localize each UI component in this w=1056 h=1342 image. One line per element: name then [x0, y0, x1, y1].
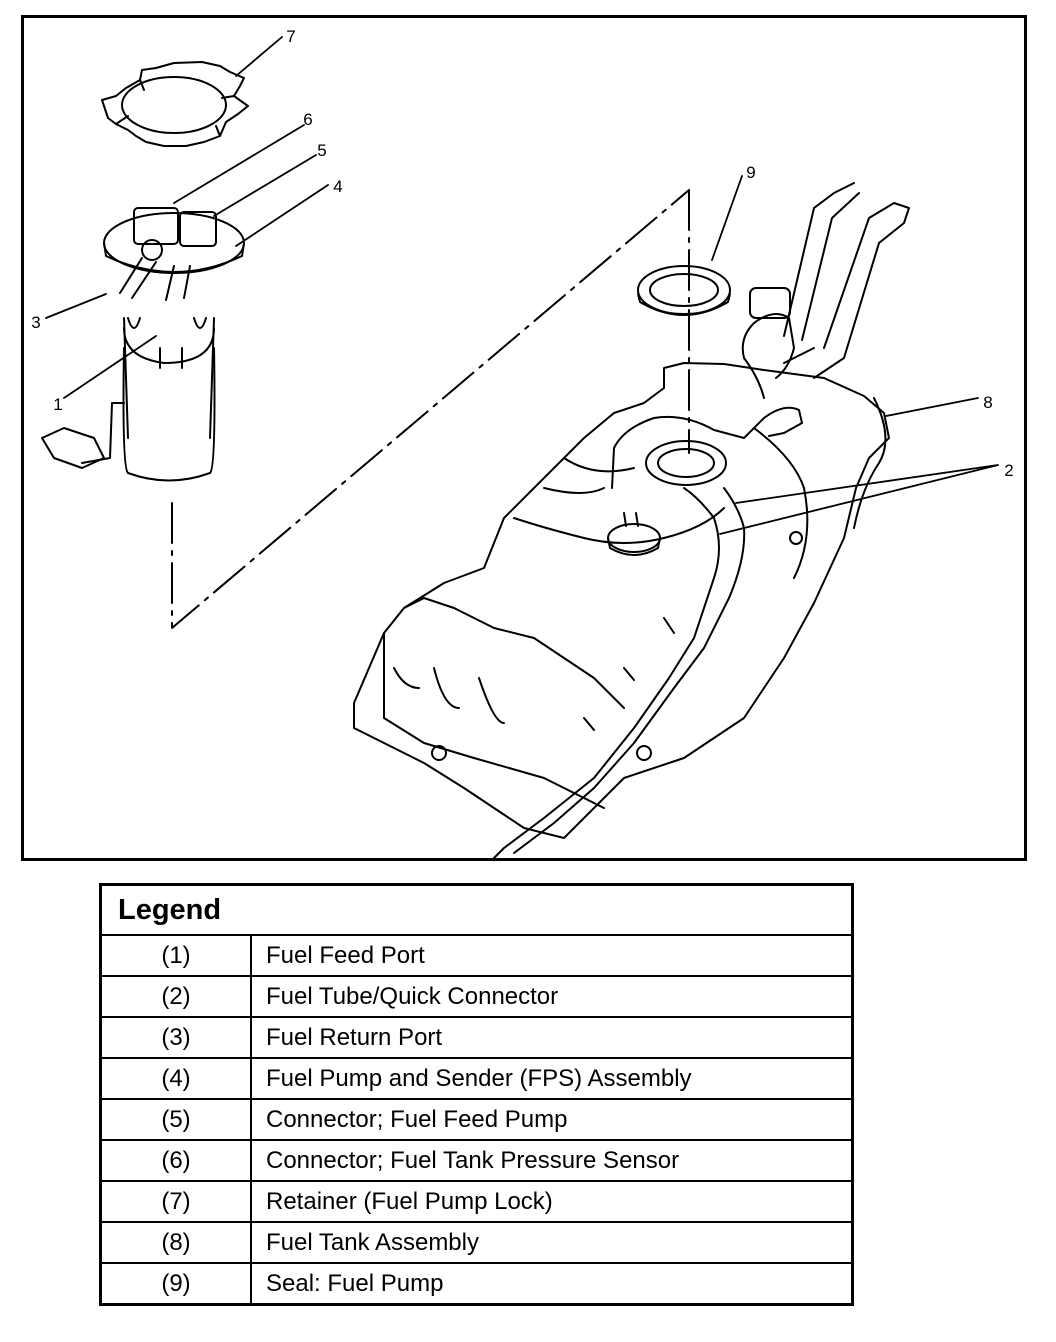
fuel-pump-assembly — [41, 207, 245, 482]
callout-2: 2 — [1004, 461, 1013, 480]
legend-number: (5) — [99, 1098, 252, 1141]
legend-number: (9) — [99, 1262, 252, 1306]
seal-part — [637, 265, 731, 316]
retainer-part — [101, 61, 249, 147]
legend-row: (7) Retainer (Fuel Pump Lock) — [99, 1180, 854, 1223]
legend-description: Seal: Fuel Pump — [250, 1262, 854, 1306]
callout-labels: 1 2 3 4 5 6 7 8 9 — [31, 27, 1013, 480]
legend-description: Fuel Pump and Sender (FPS) Assembly — [250, 1057, 854, 1100]
legend-number: (8) — [99, 1221, 252, 1264]
diagram-frame: 1 2 3 4 5 6 7 8 9 — [21, 15, 1027, 861]
leader-lines — [45, 36, 999, 535]
fuel-tank — [353, 182, 910, 858]
callout-9: 9 — [746, 163, 755, 182]
legend-number: (7) — [99, 1180, 252, 1223]
callout-4: 4 — [333, 177, 342, 196]
legend-description: Retainer (Fuel Pump Lock) — [250, 1180, 854, 1223]
legend-description: Fuel Feed Port — [250, 934, 854, 977]
callout-5: 5 — [317, 141, 326, 160]
callout-1: 1 — [53, 395, 62, 414]
legend-description: Connector; Fuel Feed Pump — [250, 1098, 854, 1141]
callout-8: 8 — [983, 393, 992, 412]
legend-title: Legend — [99, 883, 854, 936]
legend-row: (8) Fuel Tank Assembly — [99, 1221, 854, 1264]
legend-number: (2) — [99, 975, 252, 1018]
legend-description: Fuel Tank Assembly — [250, 1221, 854, 1264]
legend-number: (3) — [99, 1016, 252, 1059]
legend-row: (3) Fuel Return Port — [99, 1016, 854, 1059]
legend-description: Fuel Tube/Quick Connector — [250, 975, 854, 1018]
alignment-lines — [171, 189, 690, 629]
legend-description: Connector; Fuel Tank Pressure Sensor — [250, 1139, 854, 1182]
legend-row: (6) Connector; Fuel Tank Pressure Sensor — [99, 1139, 854, 1182]
legend-table: Legend (1) Fuel Feed Port (2) Fuel Tube/… — [99, 883, 854, 1306]
legend-row: (9) Seal: Fuel Pump — [99, 1262, 854, 1306]
fuel-system-illustration: 1 2 3 4 5 6 7 8 9 — [31, 27, 1014, 858]
legend-row: (4) Fuel Pump and Sender (FPS) Assembly — [99, 1057, 854, 1100]
legend-row: (2) Fuel Tube/Quick Connector — [99, 975, 854, 1018]
legend-row: (5) Connector; Fuel Feed Pump — [99, 1098, 854, 1141]
legend-row: (1) Fuel Feed Port — [99, 934, 854, 977]
legend-number: (6) — [99, 1139, 252, 1182]
callout-6: 6 — [303, 110, 312, 129]
legend-number: (1) — [99, 934, 252, 977]
callout-7: 7 — [286, 27, 295, 46]
callout-3: 3 — [31, 313, 40, 332]
legend-description: Fuel Return Port — [250, 1016, 854, 1059]
legend-number: (4) — [99, 1057, 252, 1100]
